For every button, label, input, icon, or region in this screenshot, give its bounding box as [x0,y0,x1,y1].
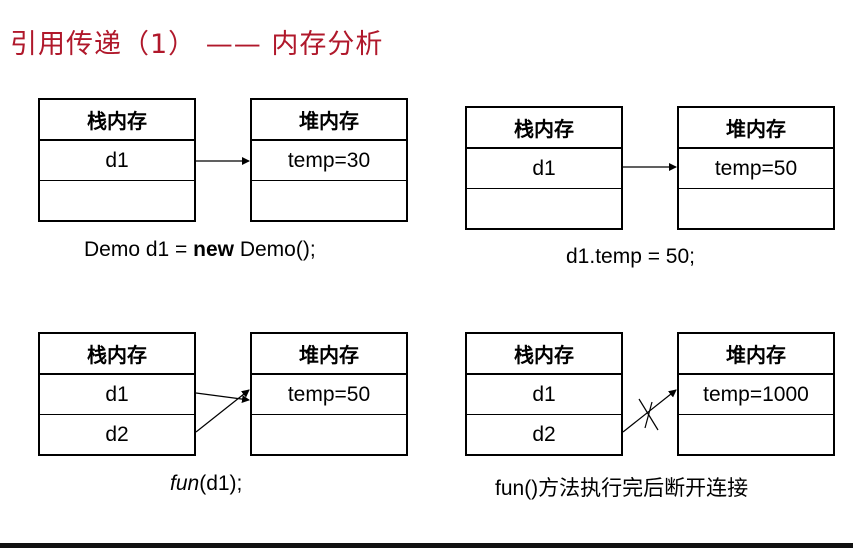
stack-cell: d1 [105,148,129,172]
heap-cell: temp=50 [714,156,798,180]
heap-memory-header: 堆内存 [252,334,406,375]
heap-memory-box-2: 堆内存 temp=50 [677,106,835,230]
stack-cell: d1 [105,382,129,406]
caption-1-pre: Demo d1 = [84,238,194,261]
stack-memory-header: 栈内存 [40,100,194,141]
heap-cell [252,414,406,454]
caption-1: Demo d1 = new Demo(); [84,238,316,262]
stack-cell: d1 [532,382,556,406]
stack-memory-header: 栈内存 [467,334,621,375]
stack-memory-box-4: 栈内存 d1 d2 [465,332,623,456]
stack-memory-box-1: 栈内存 d1 [38,98,196,222]
heap-memory-box-3: 堆内存 temp=50 [250,332,408,456]
stack-cell: d2 [467,414,621,454]
bottom-divider [0,543,853,548]
stack-memory-box-2: 栈内存 d1 [465,106,623,230]
caption-1-post: Demo(); [234,238,316,261]
heap-memory-box-4: 堆内存 temp=1000 [677,332,835,456]
arrow-d2-to-heap-3 [195,389,250,433]
caption-3-function: fun [170,472,200,495]
heap-cell: temp=1000 [703,382,809,406]
heap-cell [679,188,833,228]
heap-memory-header: 堆内存 [252,100,406,141]
caption-3: fun(d1); [170,472,242,496]
stack-cell [467,188,621,228]
caption-4: fun()方法执行完后断开连接 [495,477,749,500]
stack-cell: d2 [40,414,194,454]
heap-cell [679,414,833,454]
caption-1-keyword: new [193,238,234,261]
heap-cell: temp=30 [287,148,371,172]
heap-cell: temp=50 [287,382,371,406]
stack-cell [40,180,194,220]
cut-mark-b [644,401,653,429]
stack-memory-header: 栈内存 [40,334,194,375]
stack-cell: d1 [532,156,556,180]
heap-memory-box-1: 堆内存 temp=30 [250,98,408,222]
heap-memory-header: 堆内存 [679,334,833,375]
page-title: 引用传递（1） —— 内存分析 [10,29,384,60]
heap-cell [252,180,406,220]
stack-memory-header: 栈内存 [467,108,621,149]
arrow-d1-to-heap-3 [195,392,250,404]
caption-3-args: (d1); [199,472,243,495]
heap-memory-header: 堆内存 [679,108,833,149]
caption-2: d1.temp = 50; [566,245,696,268]
stack-memory-box-3: 栈内存 d1 d2 [38,332,196,456]
